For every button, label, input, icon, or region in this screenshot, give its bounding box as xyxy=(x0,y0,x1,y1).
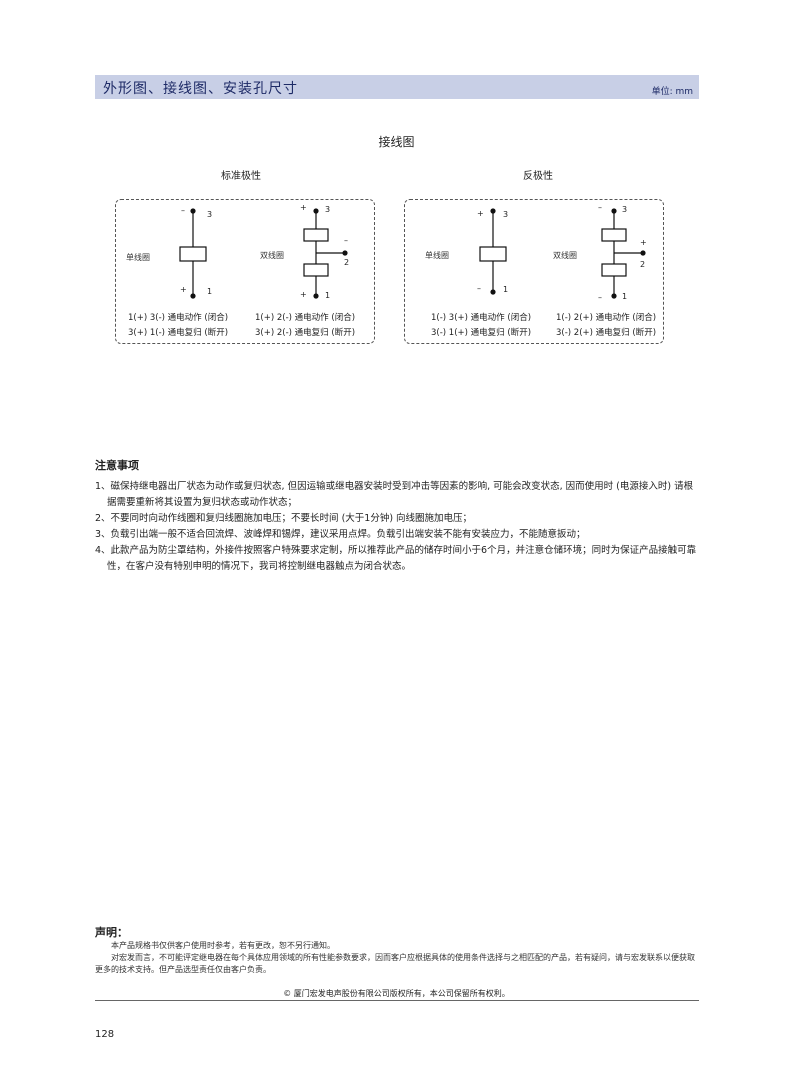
rev-double-desc-2: 3(-) 2(+) 通电复归 (断开) xyxy=(556,328,657,338)
std-double-coil-label: 双线圈 xyxy=(260,251,284,260)
rev-double-sign-1: – xyxy=(598,293,602,302)
standard-polarity-box xyxy=(115,199,375,344)
section-header: 外形图、接线图、安装孔尺寸 单位: mm xyxy=(95,75,699,99)
std-single-desc-1: 1(+) 3(-) 通电动作 (闭合) xyxy=(128,313,229,323)
rev-single-term-1: 1 xyxy=(503,285,509,294)
reverse-polarity-label: 反极性 xyxy=(523,171,553,182)
std-single-coil-label: 单线圈 xyxy=(126,253,150,262)
std-single-term-3: 3 xyxy=(207,210,213,219)
std-double-term-2: 2 xyxy=(344,258,350,267)
header-title: 外形图、接线图、安装孔尺寸 xyxy=(103,81,298,97)
page-number: 128 xyxy=(95,1029,115,1040)
std-single-sign-3: – xyxy=(181,206,185,215)
rev-double-term-2: 2 xyxy=(640,260,646,269)
rev-single-sign-3: + xyxy=(477,209,484,218)
rev-single-term-3: 3 xyxy=(503,210,509,219)
std-double-desc-2: 3(+) 2(-) 通电复归 (断开) xyxy=(255,328,356,338)
std-double-desc-1: 1(+) 2(-) 通电动作 (闭合) xyxy=(255,313,356,323)
std-double-term-3: 3 xyxy=(325,205,331,214)
rev-single-sign-1: – xyxy=(477,284,481,293)
note-item: 4、此款产品为防尘罩结构，外接件按照客户特殊要求定制，所以推荐此产品的储存时间小… xyxy=(95,545,697,572)
declaration-text: 本产品规格书仅供客户使用时参考，若有更改，恕不另行通知。 对宏发而言，不可能评定… xyxy=(95,940,701,976)
standard-polarity-label: 标准极性 xyxy=(221,171,261,182)
std-single-desc-2: 3(+) 1(-) 通电复归 (断开) xyxy=(128,328,229,338)
declaration-title: 声明： xyxy=(95,926,128,939)
wiring-diagram-title: 接线图 xyxy=(378,135,415,149)
rev-double-term-3: 3 xyxy=(622,205,628,214)
rev-single-desc-1: 1(-) 3(+) 通电动作 (闭合) xyxy=(431,313,532,323)
declaration-line-2: 对宏发而言，不可能评定继电器在每个具体应用领域的所有性能参数要求，因而客户应根据… xyxy=(95,953,695,974)
std-double-sign-1: + xyxy=(300,290,307,299)
std-single-sign-1: + xyxy=(180,285,187,294)
std-single-term-1: 1 xyxy=(207,287,213,296)
rev-double-term-1: 1 xyxy=(622,292,628,301)
notes-title: 注意事项 xyxy=(95,459,139,472)
rev-double-sign-3: – xyxy=(598,203,602,212)
footer-divider xyxy=(95,1000,699,1001)
rev-double-desc-1: 1(-) 2(+) 通电动作 (闭合) xyxy=(556,313,657,323)
rev-double-sign-2: + xyxy=(640,238,647,247)
std-double-sign-3: + xyxy=(300,203,307,212)
std-double-sign-2: – xyxy=(344,236,348,245)
note-item: 2、不要同时向动作线圈和复归线圈施加电压；不要长时间 (大于1分钟) 向线圈施加… xyxy=(95,513,473,524)
note-item: 1、磁保持继电器出厂状态为动作或复归状态, 但因运输或继电器安装时受到冲击等因素… xyxy=(95,481,694,508)
rev-double-coil-label: 双线圈 xyxy=(553,251,577,260)
rev-single-desc-2: 3(-) 1(+) 通电复归 (断开) xyxy=(431,328,532,338)
rev-single-coil-label: 单线圈 xyxy=(425,251,449,260)
notes-list: 1、磁保持继电器出厂状态为动作或复归状态, 但因运输或继电器安装时受到冲击等因素… xyxy=(95,479,701,575)
reverse-polarity-box xyxy=(404,199,664,344)
header-unit: 单位: mm xyxy=(651,87,693,97)
copyright-notice: © 厦门宏发电声股份有限公司版权所有，本公司保留所有权利。 xyxy=(283,989,510,998)
declaration-line-1: 本产品规格书仅供客户使用时参考，若有更改，恕不另行通知。 xyxy=(111,941,335,950)
note-item: 3、负载引出端一般不适合回流焊、波峰焊和锡焊，建议采用点焊。负载引出端安装不能有… xyxy=(95,529,586,540)
std-double-term-1: 1 xyxy=(325,291,331,300)
